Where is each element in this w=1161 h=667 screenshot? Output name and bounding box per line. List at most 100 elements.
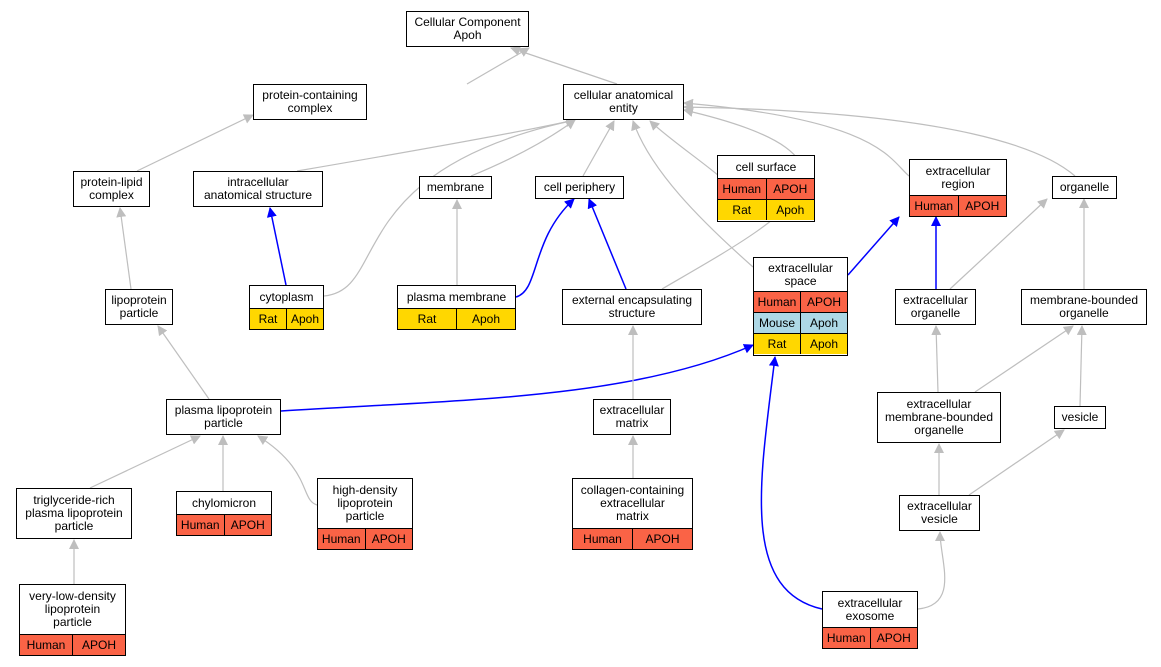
node-membrane-bounded-organelle[interactable]: membrane-bounded organelle [1021,289,1147,325]
node-label: plasma lipoprotein particle [174,403,273,430]
node-label: extracellular exosome [837,595,903,623]
gene-cell: APOH [632,529,692,549]
gray-edge-11 [323,116,576,297]
species-cell: Human [20,635,72,655]
gene-cell: APOH [800,292,847,312]
gene-cell: APOH [765,179,814,199]
node-protein-lipid-complex[interactable]: protein-lipid complex [73,171,150,207]
species-cell: Rat [398,309,456,329]
gray-edge-21 [157,325,210,400]
gray-edge-35 [917,531,946,610]
gray-edge-29 [257,435,318,506]
node-label: chylomicron [191,495,257,510]
species-cell: Rat [250,309,286,329]
node-extracellular-membrane-bounded-organelle[interactable]: extracellular membrane-bounded organelle [877,392,1001,443]
node-label: extracellular matrix [599,403,665,430]
gray-edge-5 [582,120,615,177]
gene-cell: APOH [72,635,125,655]
gray-edge-16 [631,120,754,268]
node-external-encapsulating-structure[interactable]: external encapsulating structure [562,289,702,325]
node-label: cell periphery [543,180,616,194]
node-label: extracellular membrane-bounded organelle [884,397,994,437]
node-plasma-lipoprotein-particle[interactable]: plasma lipoprotein particle [166,399,281,435]
gene-cell: Apoh [456,309,515,329]
node-label: Cellular Component Apoh [414,15,521,42]
gene-cell: Apoh [800,313,847,333]
node-membrane[interactable]: membrane [419,176,492,199]
node-label: cellular anatomical entity [573,88,674,115]
gray-edge-7 [683,98,910,177]
node-cellular-component-root[interactable]: Cellular Component Apoh [406,11,529,47]
node-label: vesicle [1061,410,1099,424]
blue-edge-34 [760,356,823,610]
edge-layer [69,46,1089,610]
node-label: membrane-bounded organelle [1029,293,1139,320]
gene-cell: APOH [957,196,1006,216]
node-lipoprotein-particle[interactable]: lipoprotein particle [105,289,173,325]
gray-edge-19 [949,198,1048,290]
species-cell: Human [177,515,224,535]
gray-edge-32 [968,429,1065,496]
node-label: collagen-containing extracellular matrix [580,483,685,523]
node-label: organelle [1059,180,1110,194]
node-label: intracellular anatomical structure [203,175,313,202]
gene-cell: Apoh [800,334,847,354]
gray-edge-27 [89,435,201,489]
blue-edge-22 [280,344,754,412]
node-collagen-containing-extracellular-matrix[interactable]: collagen-containing extracellular matrix… [572,478,693,550]
node-label: membrane [426,180,485,194]
node-very-low-density-lipoprotein-particle[interactable]: very-low-density lipoprotein particle Hu… [19,584,126,656]
node-extracellular-vesicle[interactable]: extracellular vesicle [899,495,980,531]
node-label: extracellular organelle [903,293,968,320]
node-vesicle[interactable]: vesicle [1054,406,1106,429]
node-organelle[interactable]: organelle [1052,176,1117,199]
species-cell: Human [754,292,800,312]
blue-edge-10 [266,207,287,286]
node-cell-periphery[interactable]: cell periphery [535,176,624,199]
gray-edge-24 [931,325,942,393]
node-cellular-anatomical-entity[interactable]: cellular anatomical entity [563,84,684,120]
node-extracellular-matrix[interactable]: extracellular matrix [593,399,671,435]
gray-edge-4 [470,119,576,177]
node-label: lipoprotein particle [111,293,167,320]
gray-edge-26 [1076,325,1087,407]
node-triglyceride-rich-plasma-lipoprotein-particle[interactable]: triglyceride-rich plasma lipoprotein par… [16,488,132,539]
gene-cell: APOH [869,628,917,648]
node-label: extracellular region [925,163,991,191]
species-cell: Mouse [754,313,800,333]
gene-cell: Apoh [286,309,323,329]
species-cell: Rat [718,200,766,220]
gene-cell: Apoh [765,200,814,220]
node-label: extracellular vesicle [907,499,972,526]
node-label: high-density lipoprotein particle [332,483,398,523]
blue-edge-17 [847,216,900,276]
blue-edge-14 [587,198,627,290]
node-label: very-low-density lipoprotein particle [29,589,116,629]
node-intracellular-anatomical-structure[interactable]: intracellular anatomical structure [193,171,323,207]
node-label: triglyceride-rich plasma lipoprotein par… [25,493,123,533]
gray-edge-0 [466,47,530,85]
node-extracellular-organelle[interactable]: extracellular organelle [895,289,976,325]
gene-cell: APOH [223,515,271,535]
node-label: external encapsulating structure [571,293,693,320]
gene-cell: APOH [364,529,412,549]
node-label: cell surface [735,159,797,174]
node-protein-containing-complex[interactable]: protein-containing complex [253,84,367,120]
